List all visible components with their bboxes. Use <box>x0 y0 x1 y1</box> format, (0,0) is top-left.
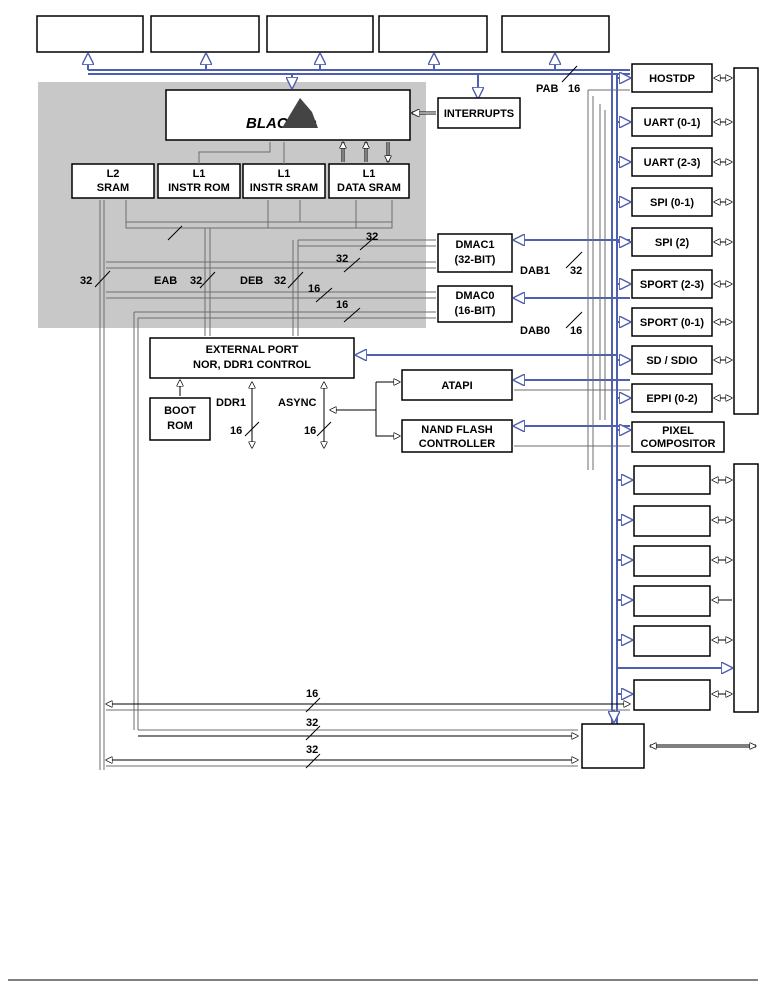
peripheral-label-7: SD / SDIO <box>646 355 698 367</box>
top-box-4 <box>378 15 488 53</box>
right-pad-bar-bottom <box>733 463 759 713</box>
fin-icon <box>282 98 318 128</box>
svg-text:(32-BIT): (32-BIT) <box>455 254 496 266</box>
top-box-1 <box>36 15 144 53</box>
dmac0-box: DMAC0 (16-BIT) <box>437 285 513 323</box>
external-port-box: EXTERNAL PORT NOR, DDR1 CONTROL <box>149 337 355 379</box>
dmac1-box: DMAC1 (32-BIT) <box>437 233 513 273</box>
top-box-5 <box>501 15 610 53</box>
async-label: ASYNC <box>278 397 317 409</box>
dab0-width: 16 <box>570 325 582 337</box>
peripheral-label-3: SPI (0-1) <box>650 197 694 209</box>
peripheral-box-3 <box>631 187 713 217</box>
svg-text:L1: L1 <box>278 168 291 180</box>
dab0-label: DAB0 <box>520 325 550 337</box>
dmac0-top-width: 16 <box>308 283 320 295</box>
peripheral-box-2 <box>631 147 713 177</box>
svg-text:BOOT: BOOT <box>164 405 196 417</box>
peripheral-vertical-buses <box>587 70 630 730</box>
peripheral-label-0: HOSTDP <box>649 73 695 85</box>
peripheral-label-2: UART (2-3) <box>644 157 701 169</box>
dmac0-mid-width: 16 <box>336 299 348 311</box>
peripheral-label-1: UART (0-1) <box>644 117 701 129</box>
pab-width: 16 <box>568 83 580 95</box>
deb-width: 32 <box>274 275 286 287</box>
boot-rom-box: BOOT ROM <box>149 397 211 441</box>
svg-text:EXTERNAL PORT: EXTERNAL PORT <box>206 344 299 356</box>
svg-text:(16-BIT): (16-BIT) <box>455 305 496 317</box>
interrupts-label: INTERRUPTS <box>444 108 514 120</box>
bottom-buses: 16 32 32 <box>106 688 630 769</box>
peripheral-box-1 <box>631 107 713 137</box>
peripheral-box-8 <box>631 383 713 413</box>
peripheral-box-5 <box>631 269 713 299</box>
dmac1-top-width: 32 <box>366 231 378 243</box>
l1-instr-sram: L1 INSTR SRAM <box>242 163 326 199</box>
eab-label: EAB <box>154 275 177 287</box>
async-width: 16 <box>304 425 316 437</box>
peripheral-box-6 <box>631 307 713 337</box>
svg-text:L1: L1 <box>193 168 206 180</box>
bottom-bus-1-width: 16 <box>306 688 318 700</box>
l2-sram: L2 SRAM <box>71 163 155 199</box>
svg-text:CONTROLLER: CONTROLLER <box>419 438 495 450</box>
atapi-box: ATAPI <box>401 369 513 401</box>
bottom-bus-3-width: 32 <box>306 744 318 756</box>
svg-text:ATAPI: ATAPI <box>441 380 472 392</box>
eab-width: 32 <box>190 275 202 287</box>
svg-text:L1: L1 <box>363 168 376 180</box>
lower-peripheral-column <box>617 465 732 711</box>
nand-flash-box: NAND FLASH CONTROLLER <box>401 419 513 453</box>
dab1-label: DAB1 <box>520 265 550 277</box>
dmac1-mid-width: 32 <box>336 253 348 265</box>
peripheral-label-8: EPPI (0-2) <box>646 393 698 405</box>
bottom-controller-box <box>581 723 645 769</box>
svg-text:NOR, DDR1 CONTROL: NOR, DDR1 CONTROL <box>193 359 311 371</box>
lower-side-arrows <box>712 480 732 694</box>
bottom-bus-2-width: 32 <box>306 717 318 729</box>
dab1-width: 32 <box>570 265 582 277</box>
pixel-compositor-box: PIXEL COMPOSITOR <box>631 421 725 453</box>
ddr1-label: DDR1 <box>216 397 246 409</box>
blackfin-core-box <box>165 89 411 141</box>
l1-data-sram: L1 DATA SRAM <box>328 163 410 199</box>
peripheral-label-5: SPORT (2-3) <box>640 279 705 291</box>
peripheral-box-4 <box>631 227 713 257</box>
svg-text:DATA SRAM: DATA SRAM <box>337 182 401 194</box>
peripheral-column: HOSTDP UART (0-1) UART (2-3) SPI (0-1) SPI (… <box>617 63 732 413</box>
top-box-3 <box>266 15 374 53</box>
svg-text:INSTR ROM: INSTR ROM <box>168 182 230 194</box>
svg-text:L2: L2 <box>107 168 120 180</box>
peripheral-box-7 <box>631 345 713 375</box>
peripheral-label-6: SPORT (0-1) <box>640 317 705 329</box>
svg-text:INSTR SRAM: INSTR SRAM <box>250 182 318 194</box>
right-pad-bar-top <box>733 67 759 415</box>
top-peripheral-bus <box>88 54 630 98</box>
svg-text:DMAC1: DMAC1 <box>455 239 494 251</box>
peripheral-label-4: SPI (2) <box>655 237 690 249</box>
svg-text:PIXEL: PIXEL <box>662 425 694 437</box>
core-memory-links <box>198 142 388 164</box>
peripheral-box-0 <box>631 63 713 93</box>
ddr1-width: 16 <box>230 425 242 437</box>
svg-text:COMPOSITOR: COMPOSITOR <box>641 438 716 450</box>
svg-text:ROM: ROM <box>167 420 193 432</box>
deb-label: DEB <box>240 275 263 287</box>
svg-text:DMAC0: DMAC0 <box>455 290 494 302</box>
svg-text:NAND FLASH: NAND FLASH <box>421 424 493 436</box>
l1-instr-rom: L1 INSTR ROM <box>157 163 241 199</box>
pab-label: PAB <box>536 83 558 95</box>
left-bus-width: 32 <box>80 275 92 287</box>
top-box-2 <box>150 15 260 53</box>
svg-text:SRAM: SRAM <box>97 182 129 194</box>
interrupts-box <box>437 97 521 129</box>
internal-buses <box>99 200 436 770</box>
